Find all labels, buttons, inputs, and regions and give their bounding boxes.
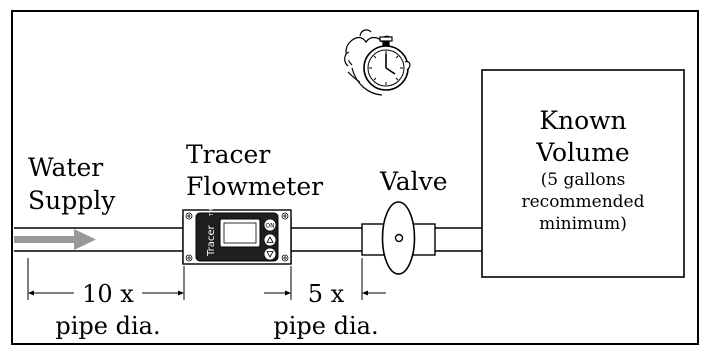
dim-10x-label: 10 x (82, 280, 134, 308)
pipe-run (14, 227, 482, 252)
device-brand-label: Tracer (206, 224, 217, 257)
device-on-label: ON (265, 223, 274, 230)
device-down-button (263, 247, 277, 261)
water-supply-label-1: Water (28, 153, 103, 182)
diagram-frame (11, 10, 699, 345)
volume-label-4: recommended (521, 192, 644, 212)
dimension-10x (27, 258, 185, 300)
dim-5x-sublabel: pipe dia. (273, 312, 378, 340)
volume-label-5: minimum) (539, 214, 627, 234)
flow-arrow-icon (14, 229, 96, 250)
device-up-button (263, 233, 277, 247)
water-supply-label-2: Supply (28, 186, 116, 215)
volume-label-1: Known (539, 106, 626, 135)
dim-5x-label: 5 x (308, 280, 345, 308)
flowmeter-label-1: Tracer (186, 140, 270, 169)
known-volume-tank (481, 69, 685, 278)
dim-10x-sublabel: pipe dia. (55, 312, 160, 340)
valve-label: Valve (379, 167, 448, 196)
device-on-button (263, 218, 277, 232)
stopwatch-in-hand-icon (344, 29, 411, 96)
valve-icon (361, 201, 436, 275)
device-trademark: TM (209, 209, 215, 217)
volume-label-2: Volume (535, 138, 629, 167)
flowmeter-label-2: Flowmeter (186, 172, 323, 201)
flowmeter-device-icon: Tracer TM ON (182, 209, 292, 265)
volume-label-3: (5 gallons (541, 170, 626, 190)
dimension-5x (264, 258, 386, 300)
